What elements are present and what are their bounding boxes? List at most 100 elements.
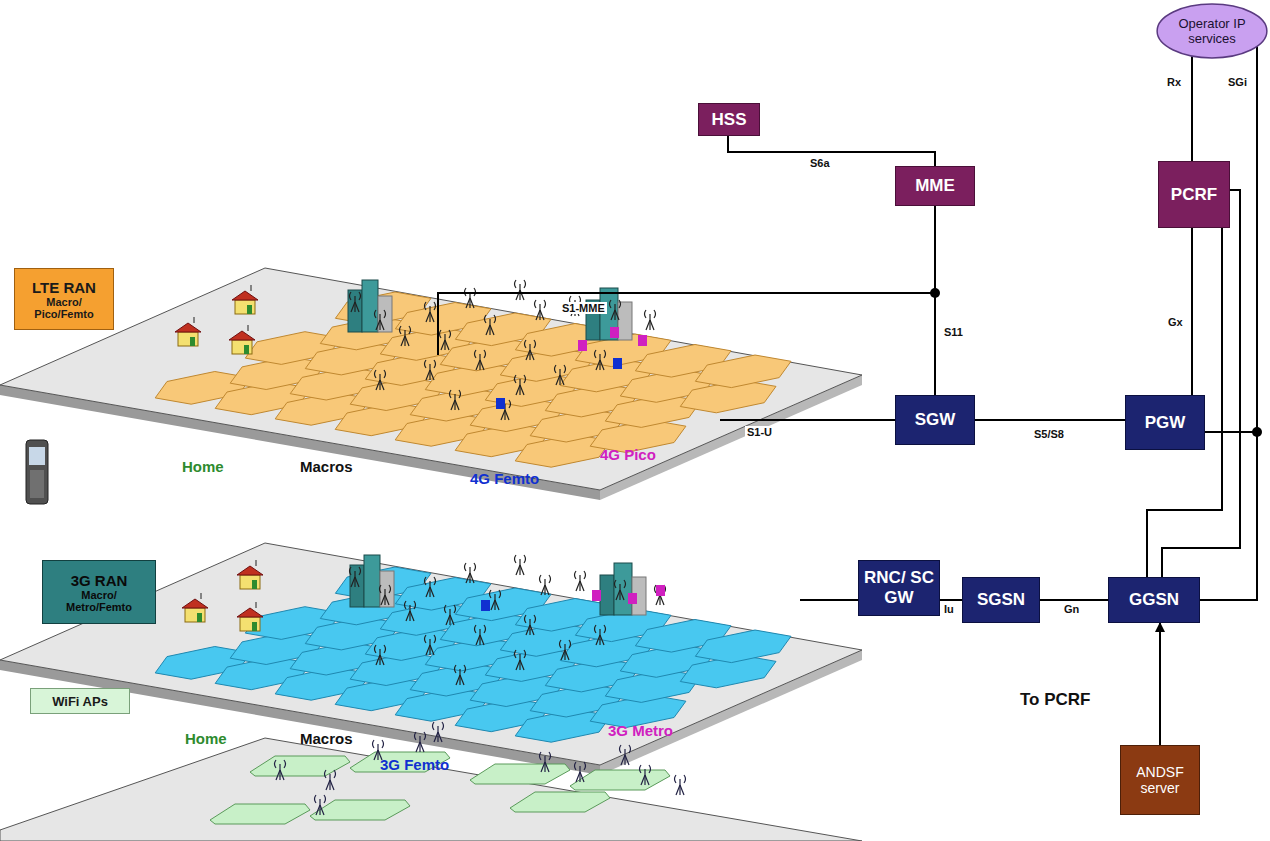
tower-symbol	[375, 310, 386, 330]
small-cells	[481, 327, 665, 611]
tower-symbol	[405, 601, 416, 621]
tower-symbol	[433, 722, 444, 742]
tower-symbol	[325, 770, 336, 790]
tower-symbol	[440, 330, 451, 350]
network-box: PGW	[1125, 395, 1205, 450]
tower-symbol	[595, 625, 606, 645]
tower-symbol	[425, 635, 436, 655]
tower-symbol	[475, 350, 486, 370]
tower-symbol	[425, 577, 436, 597]
interface-label: To PCRF	[1018, 690, 1093, 710]
text-holder: 3G RANMacro/ Metro/Femto	[49, 572, 149, 613]
node-text: SGSN	[977, 590, 1025, 610]
text-holder: MME	[915, 176, 955, 196]
tower-symbol	[445, 605, 456, 625]
network-box: RNC/ SC GW	[858, 560, 940, 616]
tower-symbol	[575, 571, 586, 591]
tower-symbol	[485, 315, 496, 335]
house-icon	[237, 602, 263, 631]
network-box: SGSN	[962, 577, 1040, 623]
node-text: WiFi APs	[52, 694, 108, 709]
node-text: RNC/ SC GW	[864, 568, 934, 608]
text-holder: WiFi APs	[52, 694, 108, 709]
tower-symbol	[400, 326, 411, 346]
cell-type-label: Macros	[300, 458, 353, 475]
node-text: PCRF	[1171, 185, 1217, 205]
network-box: SGW	[895, 395, 975, 445]
node-text: PGW	[1145, 413, 1186, 433]
connector-line	[1162, 190, 1240, 577]
tower-symbol	[620, 745, 631, 765]
service-ellipse: Operator IP services	[1156, 3, 1268, 59]
connector-line	[1191, 228, 1193, 395]
coverage-cell	[695, 630, 791, 663]
network-box: HSS	[698, 103, 760, 136]
cell-type-label: 4G Pico	[600, 446, 656, 463]
tower-symbol	[515, 555, 526, 575]
lte-plane-side	[0, 385, 600, 500]
backhaul-wires	[438, 293, 935, 600]
tower-symbol	[515, 375, 526, 395]
tower-symbol	[275, 760, 286, 780]
node-text: LTE RAN	[32, 279, 96, 296]
houses	[175, 285, 263, 631]
house-icon	[229, 325, 255, 354]
tower-symbol	[425, 360, 436, 380]
tower-symbol	[465, 288, 476, 308]
text-holder: HSS	[712, 110, 747, 130]
node-text: SGW	[915, 410, 956, 430]
tower-symbol	[645, 310, 656, 330]
text-holder: PGW	[1145, 413, 1186, 433]
wifi-cell	[310, 800, 410, 820]
interface-label: Iu	[942, 603, 956, 615]
tower-symbol	[595, 350, 606, 370]
cell-type-label: Macros	[300, 730, 353, 747]
tower-symbol	[515, 650, 526, 670]
node-text: Operator IP services	[1167, 16, 1257, 46]
tower-symbol	[350, 292, 361, 312]
interface-label: Gx	[1166, 316, 1185, 328]
tower-symbol	[555, 365, 566, 385]
node-text: Macro/ Pico/Femto	[19, 296, 109, 320]
tower-symbol	[655, 585, 666, 605]
text-holder: RNC/ SC GW	[864, 568, 934, 608]
tower-symbol	[640, 765, 651, 785]
connector-line	[940, 599, 962, 601]
cell-type-label: 3G Metro	[608, 722, 673, 739]
tower-symbol	[350, 567, 361, 587]
interface-label: S5/S8	[1032, 428, 1066, 440]
tower-symbol	[455, 665, 466, 685]
network-box: 3G RANMacro/ Metro/Femto	[42, 560, 156, 624]
tower-symbol	[380, 585, 391, 605]
tower-symbol	[535, 300, 546, 320]
wifi-cell	[510, 792, 610, 812]
cell-type-label: Home	[185, 730, 227, 747]
house-icon	[232, 285, 258, 314]
mobile-phone	[26, 440, 48, 504]
text-holder: SGSN	[977, 590, 1025, 610]
lte-plane	[0, 268, 862, 490]
interface-label: S11	[942, 326, 965, 338]
interface-label: Gn	[1062, 603, 1081, 615]
tower-symbol	[575, 762, 586, 782]
tower-symbol	[450, 390, 461, 410]
text-holder: Operator IP services	[1167, 16, 1257, 46]
interface-label: Rx	[1165, 76, 1183, 88]
node-text: Macro/ Metro/Femto	[49, 589, 149, 613]
cell-type-label: Home	[182, 458, 224, 475]
tower-symbol	[615, 580, 626, 600]
node-text: GGSN	[1129, 590, 1179, 610]
tower-symbol	[540, 752, 551, 772]
network-box: WiFi APs	[30, 688, 130, 714]
node-text: ANDSF server	[1125, 764, 1195, 796]
network-box: LTE RANMacro/ Pico/Femto	[14, 268, 114, 330]
node-text: HSS	[712, 110, 747, 130]
cell-towers	[275, 280, 686, 815]
connector-line	[1191, 56, 1193, 161]
wifi-cell	[470, 764, 570, 784]
tower-symbol	[375, 645, 386, 665]
house-icon	[175, 317, 201, 346]
tower-symbol	[525, 615, 536, 635]
tower-symbol	[675, 775, 686, 795]
